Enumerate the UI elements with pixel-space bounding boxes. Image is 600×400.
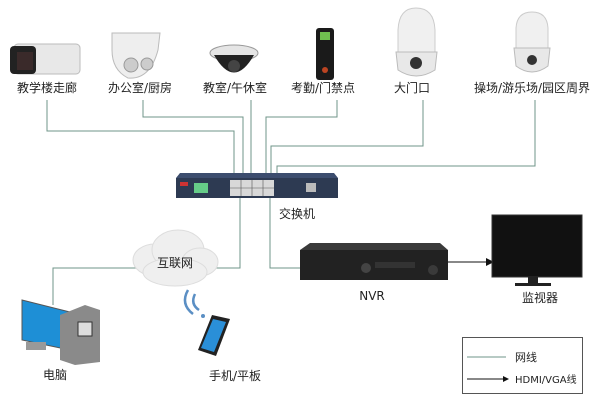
cable-attendance — [265, 100, 338, 176]
label-nvr: NVR — [359, 289, 385, 303]
access-control-terminal-icon — [316, 28, 334, 80]
dome-camera-icon — [209, 44, 259, 73]
label-corridor: 教学楼走廊 — [16, 81, 78, 95]
mobile-phone-icon — [198, 315, 230, 356]
label-monitor: 监视器 — [521, 291, 559, 305]
label-computer: 电脑 — [42, 368, 68, 382]
legend-video-cable: HDMI/VGA线 — [515, 375, 577, 386]
cable-office — [142, 100, 244, 176]
ptz-camera-icon — [395, 7, 438, 77]
nvr-icon — [300, 243, 448, 280]
label-classroom: 教室/午休室 — [202, 81, 268, 95]
video-cable — [445, 258, 494, 266]
label-office: 办公室/厨房 — [107, 81, 173, 95]
cable-playground — [276, 100, 536, 176]
bullet-camera-icon — [10, 43, 81, 75]
legend-network-cable: 网线 — [515, 351, 537, 364]
label-switch: 交换机 — [278, 207, 316, 221]
label-attendance: 考勤/门禁点 — [290, 81, 356, 95]
switch-icon — [176, 173, 338, 198]
turret-camera-icon — [111, 32, 161, 79]
label-gate: 大门口 — [393, 81, 431, 95]
ptz-camera-icon — [513, 11, 551, 73]
label-internet: 互联网 — [156, 256, 194, 270]
legend-arrow-icon — [503, 376, 509, 382]
cable-corridor — [46, 100, 235, 176]
wifi-icon — [183, 289, 205, 318]
network-cables — [46, 100, 536, 305]
cable-gate — [270, 100, 424, 176]
computer-icon — [21, 299, 100, 365]
cable-switch-nvr — [269, 198, 302, 269]
legend: 网线 HDMI/VGA线 — [462, 337, 583, 394]
cable-internet-computer — [52, 267, 137, 305]
label-mobile: 手机/平板 — [208, 369, 262, 383]
monitor-icon — [491, 214, 583, 286]
legend-swatches — [467, 356, 509, 382]
label-playground: 操场/游乐场/园区周界 — [473, 81, 591, 95]
internet-cloud-icon — [132, 229, 219, 287]
